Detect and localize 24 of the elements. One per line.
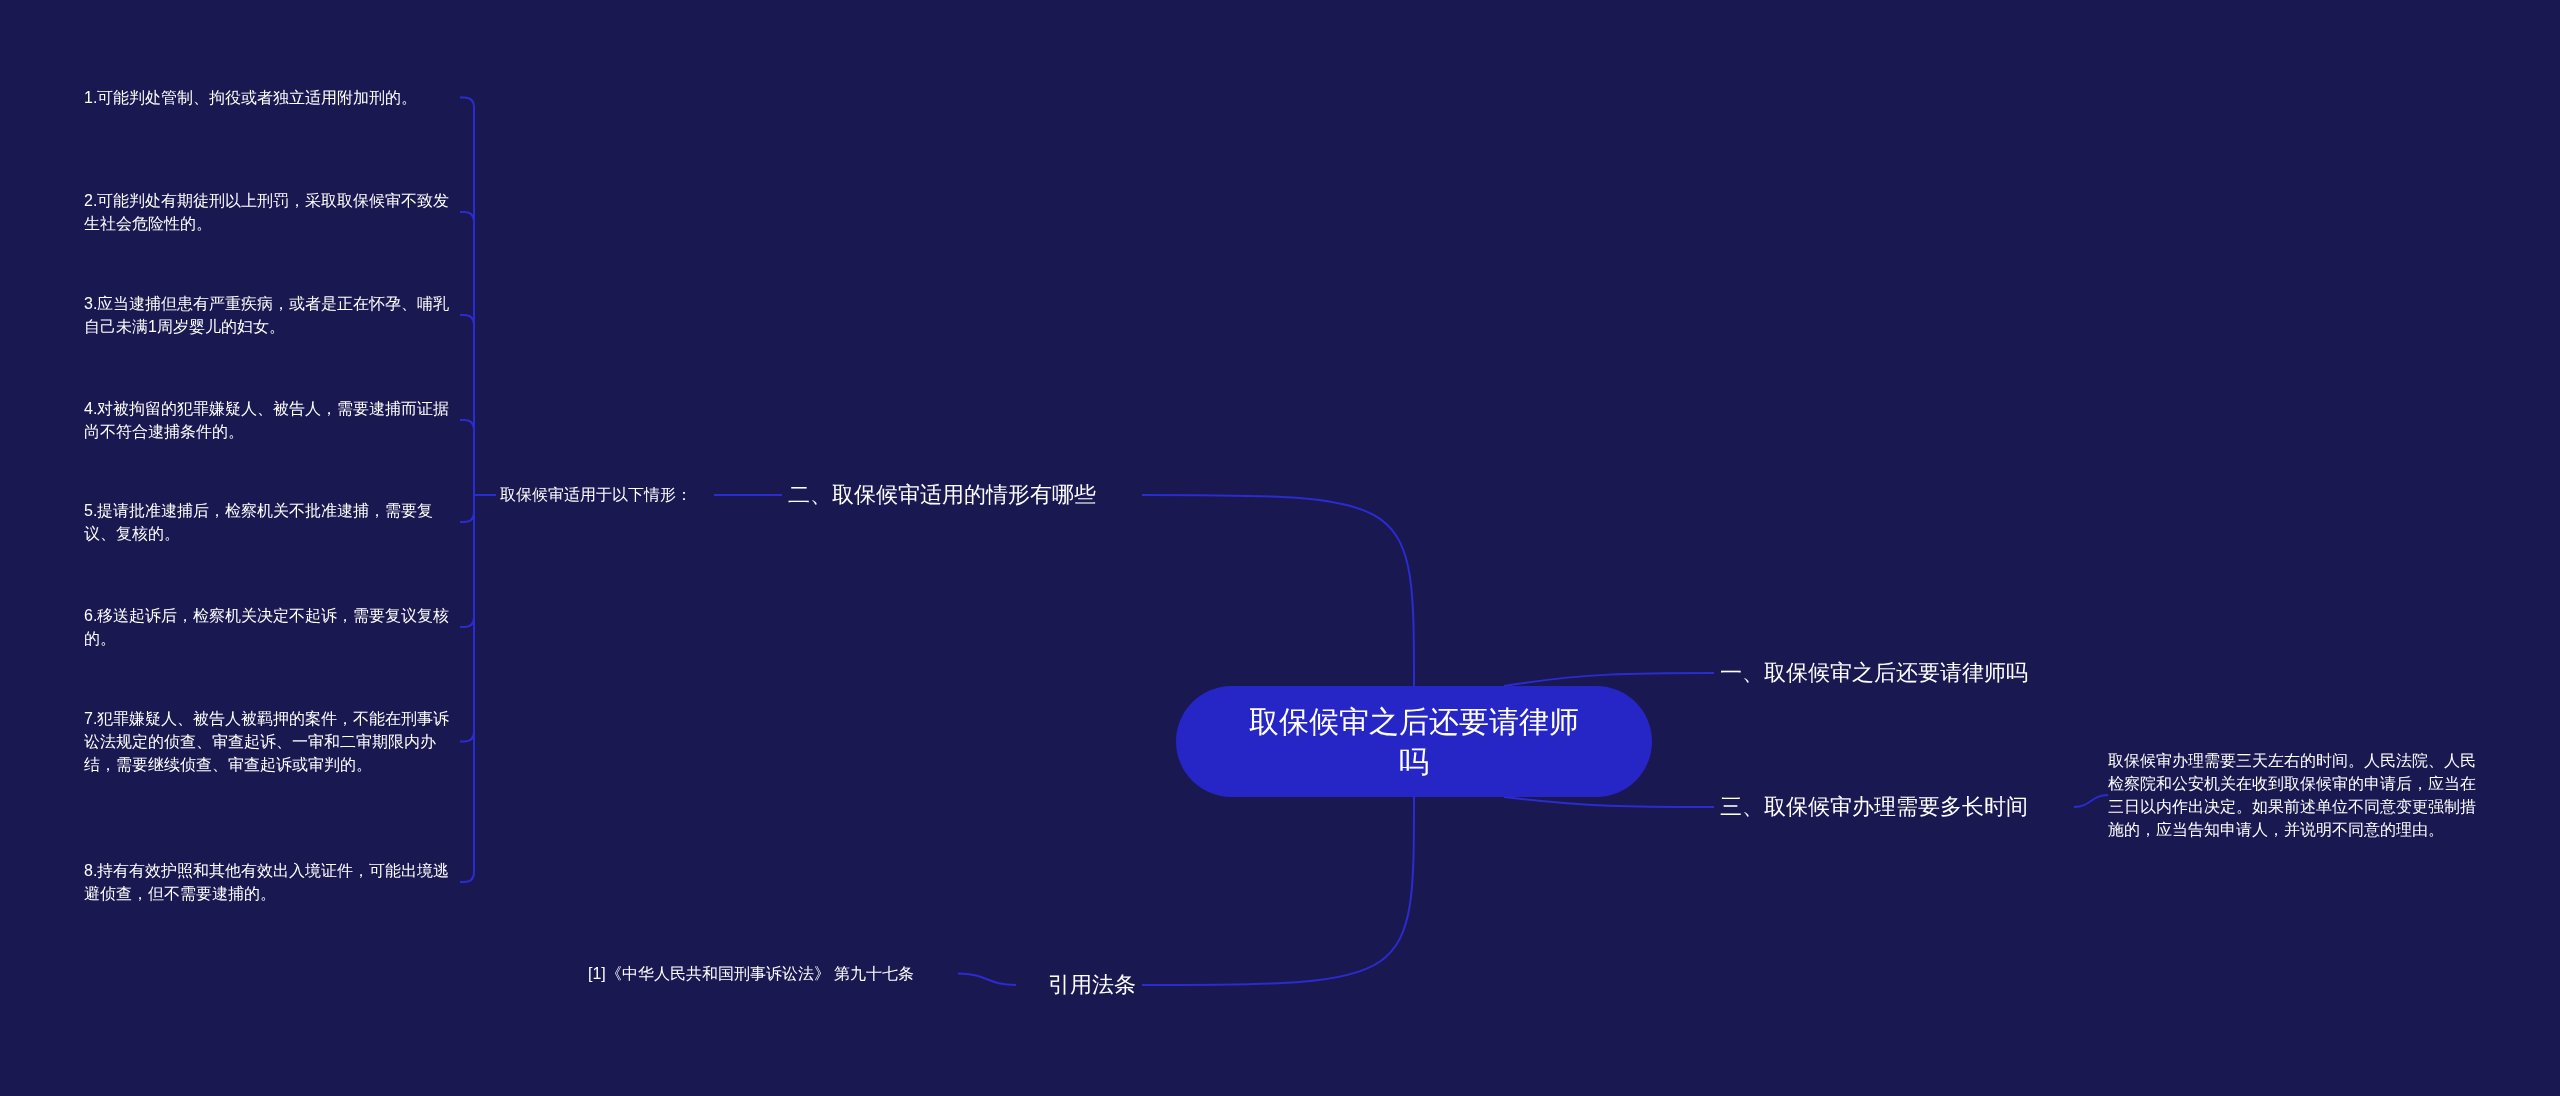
list-item-text: 5.提请批准逮捕后，检察机关不批准逮捕，需要复议、复核的。 [84,501,435,544]
list-item-text: 6.移送起诉后，检察机关决定不起诉，需要复议复核的。 [84,606,451,649]
root-topic-text: 取保候审之后还要请律师吗 [1248,703,1580,780]
list-item-text: 2.可能判处有期徒刑以上刑罚，采取取保候审不致发生社会危险性的。 [84,191,451,234]
connector-line [957,972,1017,986]
connector-line [1503,796,1715,808]
list-item-text: 7.犯罪嫌疑人、被告人被羁押的案件，不能在刑事诉讼法规定的侦查、审查起诉、一审和二审期限内办结，需要继续侦查、审查起诉或审判的。 [84,709,451,775]
topic-label: 三、取保候审办理需要多长时间 [1720,793,2029,821]
reference-text: [1]《中华人民共和国刑事诉讼法》 第九十七条 [588,964,916,984]
topic-label: 引用法条 [1047,971,1136,999]
topic-label: 二、取保候审适用的情形有哪些 [788,481,1097,509]
list-item-text: 3.应当逮捕但患有严重疾病，或者是正在怀孕、哺乳自己未满1周岁婴儿的妇女。 [84,294,451,337]
connector-line [1141,494,1415,687]
connector-line [713,494,783,496]
connector-line [1503,672,1715,687]
topic-label: 一、取保候审之后还要请律师吗 [1720,659,2029,687]
list-item-text: 4.对被拘留的犯罪嫌疑人、被告人，需要逮捕而证据尚不符合逮捕条件的。 [84,399,451,442]
connector-line [1141,796,1415,986]
subtopic-label: 取保候审适用于以下情形： [500,485,693,505]
list-item-text: 8.持有有效护照和其他有效出入境证件，可能出境逃避侦查，但不需要逮捕的。 [84,861,451,904]
connector-line [459,494,497,883]
connector-line [2073,794,2109,808]
list-item-text: 1.可能判处管制、拘役或者独立适用附加刑的。 [84,88,419,108]
detail-text: 取保候审办理需要三天左右的时间。人民法院、人民检察院和公安机关在收到取保候审的申请后，应当在三日以内作出决定。如果前述单位不同意变更强制措施的，应当告知申请人，并说明不同意的理由。 [2108,751,2477,840]
